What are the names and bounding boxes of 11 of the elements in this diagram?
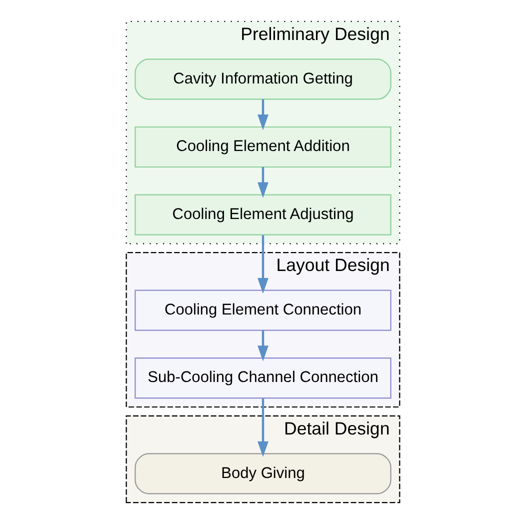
arrow xyxy=(257,235,268,294)
arrow xyxy=(257,99,268,130)
node-box: Cooling Element Connection xyxy=(134,290,391,331)
node-box: Body Giving xyxy=(134,453,391,494)
node-box: Cooling Element Addition xyxy=(134,126,391,168)
arrow xyxy=(257,330,268,362)
node-box: Sub-Cooling Channel Connection xyxy=(134,358,391,399)
arrow xyxy=(257,398,268,457)
node-box: Cavity Information Getting xyxy=(134,58,391,100)
arrow xyxy=(257,167,268,198)
node-box: Cooling Element Adjusting xyxy=(134,194,391,236)
